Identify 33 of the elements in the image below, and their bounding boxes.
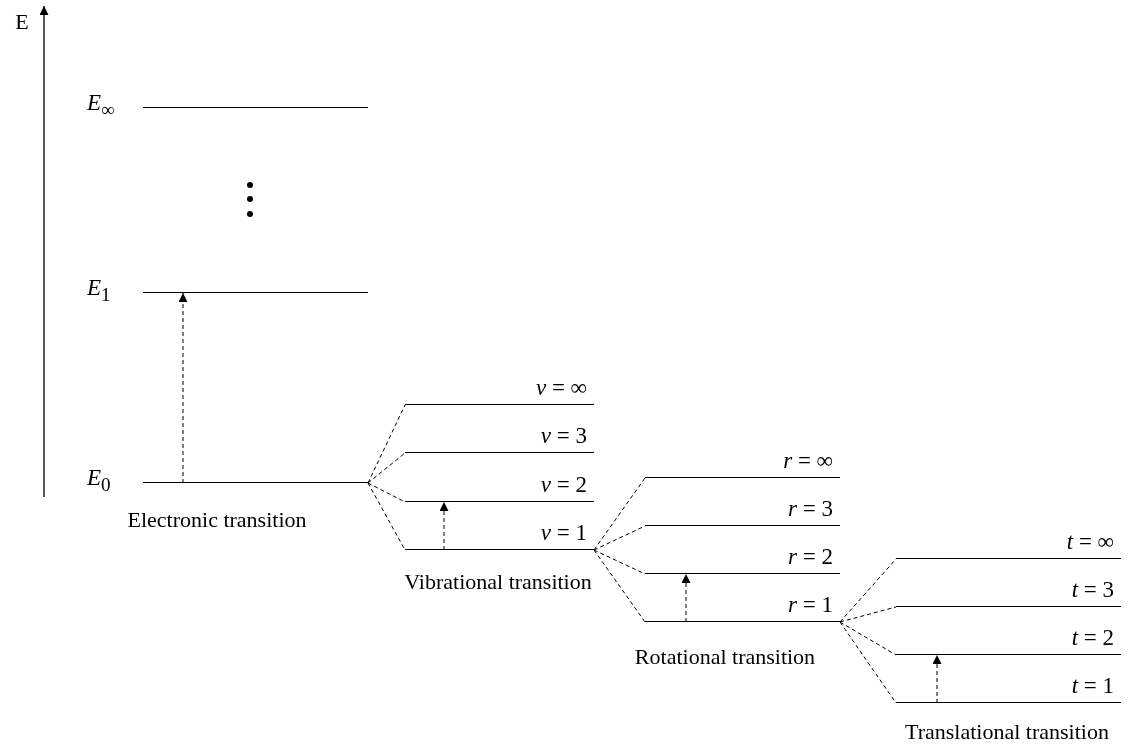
level-label: t = ∞ [1066,529,1114,555]
level-label: v = 1 [540,520,587,546]
connector-line [593,549,646,623]
transition-arrow [439,501,449,551]
level-label: t = 1 [1071,673,1114,699]
transition-label: Vibrational transition [404,570,592,594]
transition-label: Electronic transition [127,508,307,532]
connector-line [593,477,646,551]
level-label: r = ∞ [783,448,833,474]
connector-line [839,606,897,623]
transition-arrow [932,654,942,704]
connector-line [839,621,897,656]
transition-label: Translational transition [905,720,1109,744]
level-label: r = 1 [788,592,833,618]
level-label: E$_{0}$ [87,465,111,497]
level-label: v = ∞ [535,375,587,401]
level-label: r = 3 [788,496,833,522]
level-label: t = 3 [1071,577,1114,603]
transition-arrow [681,573,691,623]
connector-line [367,482,406,551]
connector-line [367,452,406,484]
connector-line [367,404,406,484]
level-label: t = 2 [1071,625,1114,651]
level-label: v = 3 [540,423,587,449]
transition-label: Rotational transition [634,645,816,669]
level-label: E$_{∞}$ [87,90,115,122]
connector-line [367,482,406,503]
connector-line [839,558,897,623]
level-label: r = 2 [788,544,833,570]
transition-arrow [178,292,188,484]
level-label: v = 2 [540,472,587,498]
axis-label: E [15,10,29,34]
level-label: E$_{1}$ [87,275,111,307]
